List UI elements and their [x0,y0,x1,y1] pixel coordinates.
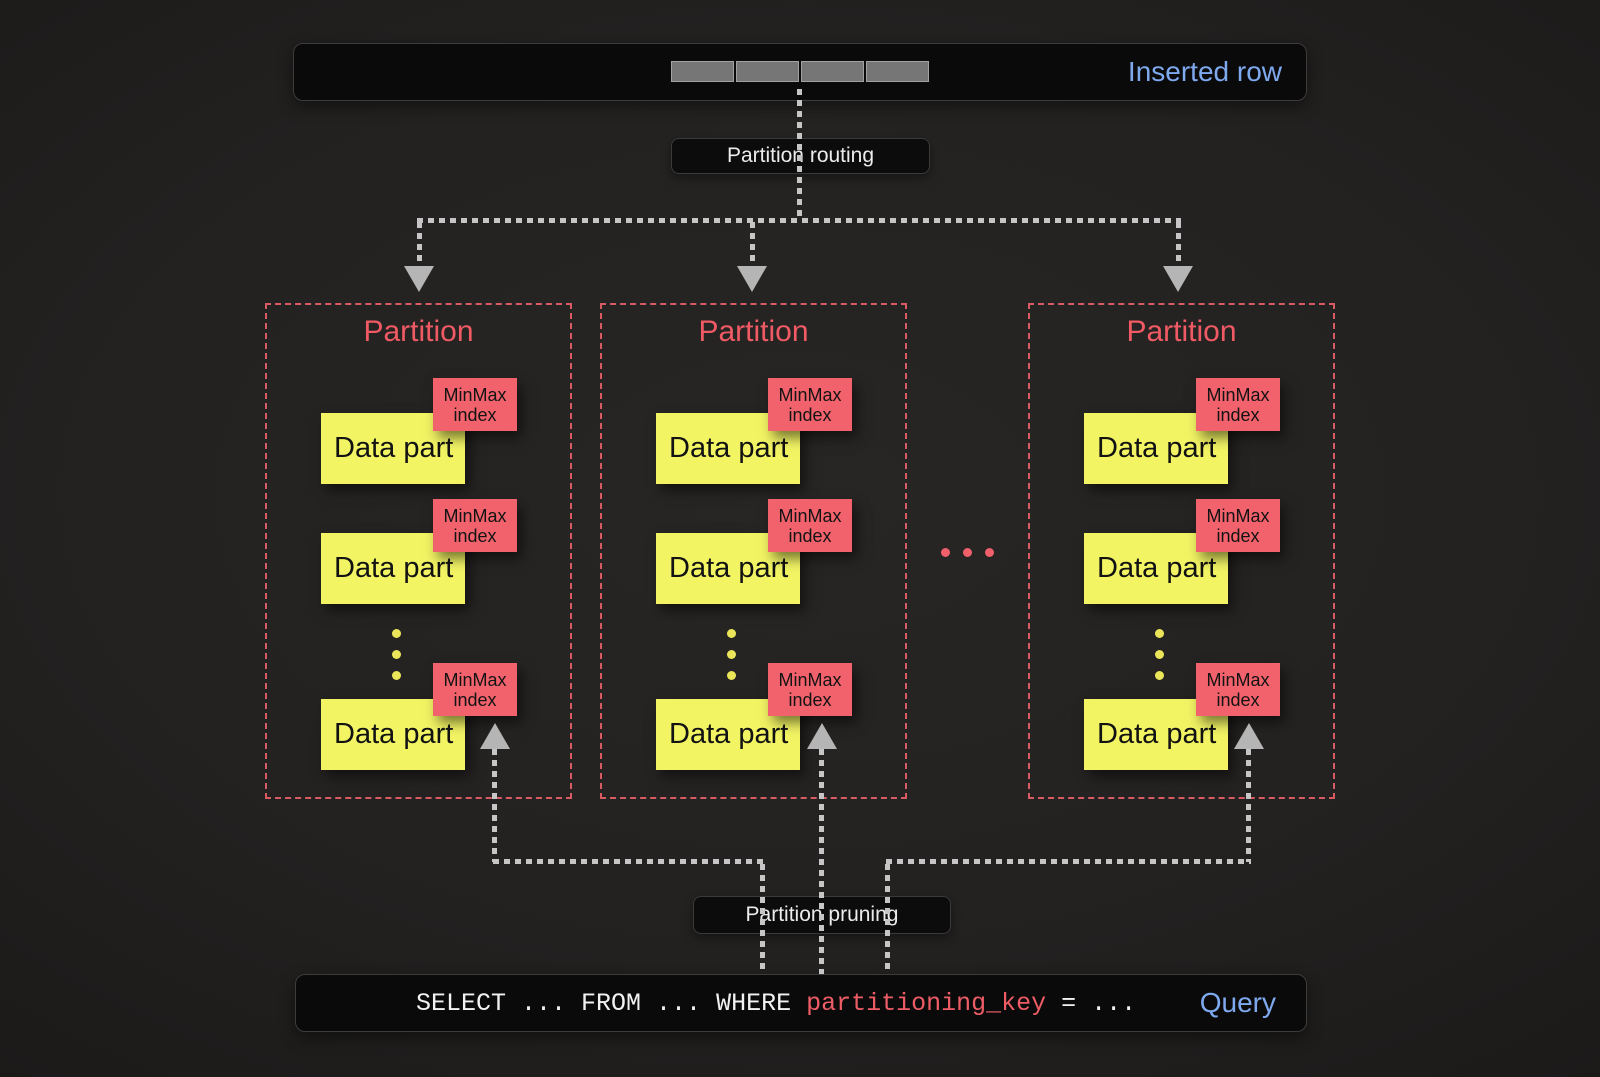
minmax-index-box: MinMax index [1196,499,1280,552]
minmax-index-box: MinMax index [1196,378,1280,431]
query-sql: SELECT ... FROM ... WHERE partitioning_k… [326,960,1136,1047]
pruning-line-left-drop [760,864,765,974]
minmax-index-box: MinMax index [768,663,852,716]
data-part-box: Data part [1084,533,1228,604]
routing-branch-line-middle [750,222,755,267]
ellipsis-dot [392,629,401,638]
ellipsis-dot [1155,650,1164,659]
partition-box-3: Partition MinMax index Data part MinMax … [1028,303,1335,799]
inserted-row-label: Inserted row [1127,56,1282,87]
ellipsis-dot [1155,671,1164,680]
arrow-up-icon [1234,723,1264,749]
row-segment [736,61,799,82]
row-segments-bar [671,61,929,82]
pruning-line-middle [819,749,824,974]
row-segment [801,61,864,82]
ellipsis-dot [392,671,401,680]
query-box: SELECT ... FROM ... WHERE partitioning_k… [295,974,1307,1032]
pruning-line-right-horizontal [886,859,1251,864]
partition-box-1: Partition MinMax index Data part MinMax … [265,303,572,799]
partition-title: Partition [363,315,474,348]
arrow-down-icon [404,266,434,292]
query-sql-before: SELECT ... FROM ... WHERE [416,988,807,1018]
routing-branch-line-left [417,222,422,267]
minmax-index-box: MinMax index [768,499,852,552]
vertical-ellipsis [1155,629,1164,680]
vertical-ellipsis [727,629,736,680]
minmax-index-box: MinMax index [768,378,852,431]
ellipsis-dot [727,629,736,638]
query-sql-after: = ... [1046,988,1137,1018]
partition-ellipsis [941,548,994,557]
arrow-down-icon [1163,266,1193,292]
query-sql-key: partitioning_key [806,988,1047,1018]
routing-branch-line-right [1176,222,1181,267]
data-part-box: Data part [1084,699,1228,770]
minmax-index-box: MinMax index [433,663,517,716]
vertical-ellipsis [392,629,401,680]
ellipsis-dot [1155,629,1164,638]
ellipsis-dot [985,548,994,557]
row-segment [866,61,929,82]
arrow-up-icon [807,723,837,749]
pruning-line-right [1246,749,1251,862]
row-segment [671,61,734,82]
arrow-down-icon [737,266,767,292]
ellipsis-dot [727,650,736,659]
minmax-index-box: MinMax index [433,499,517,552]
partition-title: Partition [698,315,809,348]
ellipsis-dot [727,671,736,680]
ellipsis-dot [963,548,972,557]
pruning-line-left-horizontal [493,859,765,864]
pruning-line-right-drop [885,864,890,974]
ellipsis-dot [392,650,401,659]
partition-box-2: Partition MinMax index Data part MinMax … [600,303,907,799]
partition-title: Partition [1126,315,1237,348]
routing-branch-line [417,218,1181,223]
query-label: Query [1199,987,1276,1018]
minmax-index-box: MinMax index [1196,663,1280,716]
minmax-index-box: MinMax index [433,378,517,431]
ellipsis-dot [941,548,950,557]
routing-flow-line [797,89,802,219]
arrow-up-icon [480,723,510,749]
pruning-line-left [492,749,497,862]
